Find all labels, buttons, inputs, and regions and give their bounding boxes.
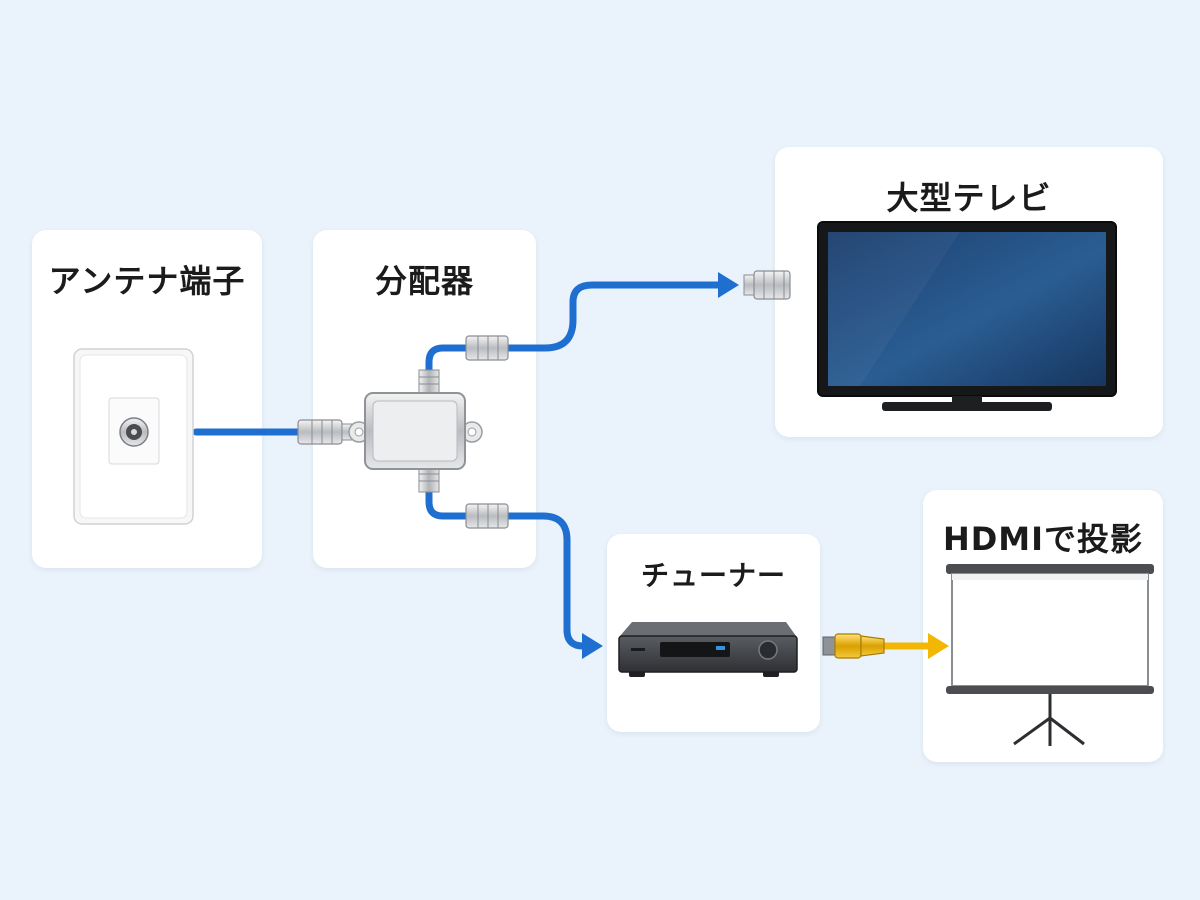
arrowhead-to-screen-icon: [928, 633, 949, 659]
coax-connector-icon: [297, 419, 357, 445]
cable-splitter-to-tuner: [425, 484, 603, 659]
splitter-icon: [348, 369, 483, 493]
wall-antenna-outlet-icon: [73, 348, 194, 525]
splitter-label: 分配器: [374, 262, 474, 300]
hdmi-plug-icon: [822, 633, 885, 659]
coax-connector-icon: [465, 503, 509, 529]
screen-label: HDMIで投影: [942, 520, 1144, 558]
tuner-label: チューナー: [640, 559, 786, 592]
projector-screen-icon: [946, 564, 1154, 746]
arrowhead-to-tuner-icon: [582, 633, 603, 659]
arrowhead-to-tv-icon: [718, 272, 739, 298]
cable-tuner-to-screen-hdmi: [876, 633, 949, 659]
tv-label: 大型テレビ: [886, 179, 1052, 217]
coax-connector-icon: [465, 335, 509, 361]
cable-splitter-to-tv: [425, 272, 739, 384]
coax-connector-icon: [743, 270, 791, 300]
tv-icon: [817, 221, 1117, 411]
tuner-box-icon: [618, 622, 798, 677]
antenna-outlet-label: アンテナ端子: [48, 262, 246, 300]
